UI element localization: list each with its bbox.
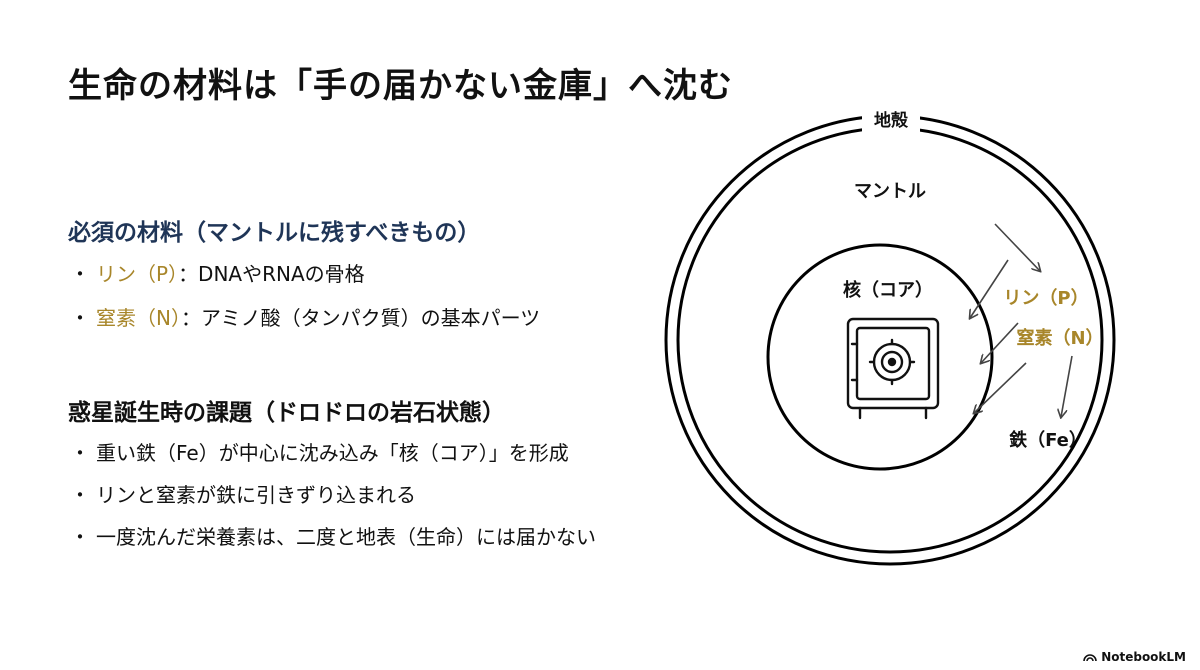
arrow-iron-core <box>974 362 1027 413</box>
list-item: ・一度沈んだ栄養素は、二度と地表（生命）には届かない <box>70 525 596 549</box>
list-item-nitrogen: ・窒素（N）：アミノ酸（タンパク質）の基本パーツ <box>70 306 540 330</box>
bullet-dot: ・ <box>70 483 90 507</box>
brand-name: NotebookLM <box>1101 650 1186 664</box>
bullet-dot: ・ <box>70 525 90 549</box>
mantle-label: マントル <box>854 181 926 202</box>
bullet-dot: ・ <box>70 441 90 465</box>
list-item-phosphorus: ・リン（P）：DNAやRNAの骨格 <box>70 262 365 286</box>
phosphorus-label: リン（P） <box>1003 288 1088 309</box>
arrow-iron-descent <box>1061 355 1073 417</box>
item-text: リンと窒素が鉄に引きずり込まれる <box>96 483 416 507</box>
crust-label: 地殻 <box>874 110 909 131</box>
notebooklm-brand: NotebookLM <box>1083 650 1186 664</box>
page-title: 生命の材料は「手の届かない金庫」へ沈む <box>68 66 733 106</box>
core-label: 核（コア） <box>843 279 933 301</box>
iron-label: 鉄（Fe） <box>1009 429 1087 451</box>
list-item: ・リンと窒素が鉄に引きずり込まれる <box>70 483 416 507</box>
item-name: 窒素（N） <box>96 306 181 330</box>
arrow-phosphorus-core <box>970 259 1009 318</box>
item-desc: ：アミノ酸（タンパク質）の基本パーツ <box>180 306 541 330</box>
notebooklm-logo-icon <box>1083 654 1097 662</box>
crust-label-bg <box>862 104 920 134</box>
section-heading-challenge: 惑星誕生時の課題（ドロドロの岩石状態） <box>68 400 505 426</box>
item-text: 一度沈んだ栄養素は、二度と地表（生命）には届かない <box>96 525 596 549</box>
nitrogen-label: 窒素（N） <box>1016 327 1103 349</box>
bullet-dot: ・ <box>70 262 90 286</box>
list-item: ・重い鉄（Fe）が中心に沈み込み「核（コア）」を形成 <box>70 441 569 465</box>
item-text: 重い鉄（Fe）が中心に沈み込み「核（コア）」を形成 <box>96 441 569 465</box>
bullet-dot: ・ <box>70 306 90 330</box>
item-name: リン（P） <box>96 262 179 286</box>
item-desc: ：DNAやRNAの骨格 <box>178 262 365 286</box>
arrow-nitrogen-core <box>981 322 1019 363</box>
core-circle <box>766 243 994 471</box>
safe-icon <box>846 317 940 420</box>
section-heading-materials: 必須の材料（マントルに残すべきもの） <box>68 220 481 246</box>
arrow-mantle-descent <box>994 223 1040 271</box>
